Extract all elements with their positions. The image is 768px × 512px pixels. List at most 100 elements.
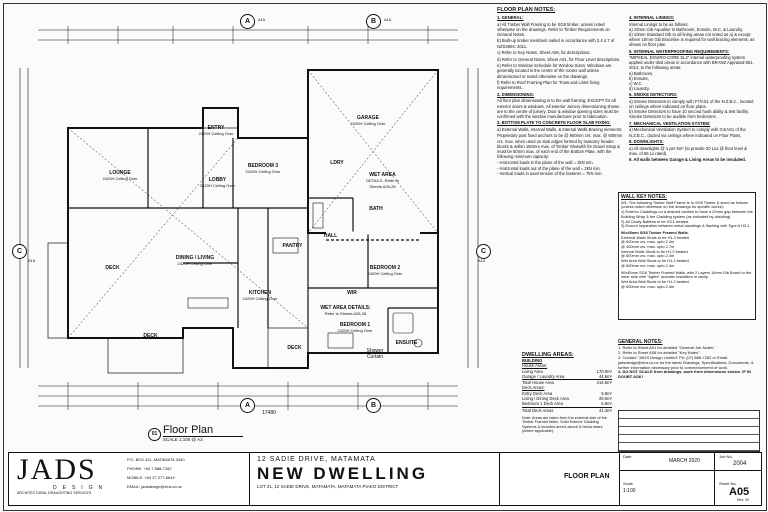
note-line: e) Refer to Window Schedule for Window S…	[497, 63, 612, 79]
plan-scale: SCALE 1:100 @ A3	[163, 437, 203, 442]
dwelling-areas: DWELLING AREAS: BUILDING House Areas: Li…	[522, 352, 612, 434]
note-line: "MIPSEAL ENVIRO-CORE SL2" internal water…	[629, 55, 754, 71]
general-note-line: 4. DO NOT SCALE from drawings, work from…	[618, 369, 751, 380]
note-line: b) 10mm Standard Gib to all lining areas…	[629, 31, 755, 48]
general-note-line: 2. Refer to Sheet A08 for detailed "Key …	[618, 349, 701, 355]
general-note-line: 1. Refer to Sheet A01 for detailed "Gene…	[618, 344, 716, 350]
areas-title: DWELLING AREAS:	[522, 352, 574, 358]
wall-key-line: @ 600mm crs. max. upto 2.4m	[621, 262, 675, 268]
general-notes-title: GENERAL NOTES:	[618, 339, 663, 345]
area-value: 29.6m²	[598, 396, 612, 402]
project-address: 12 SADIE DRIVE, MATAMATA	[257, 456, 376, 463]
wall-key-line: @ 400mm crs. max. upto 2.7m	[621, 244, 675, 250]
company-contact: P.O. BOX 411, MATAMATA 3440 PHONE: +64 7…	[127, 457, 237, 489]
phone: PHONE: +64 7 888-7282	[127, 466, 172, 471]
note-line: - Horizontal loads in the plane of the w…	[497, 160, 594, 166]
areas-deck-title: Deck Areas:	[522, 385, 545, 391]
area-value: 5.9m²	[601, 390, 612, 396]
area-label: Bedroom 1 Deck Area	[522, 401, 563, 407]
note-line: 6. SMOKE DETECTORS:	[629, 92, 678, 98]
plan-title: Floor Plan	[163, 424, 214, 436]
date-label: Date	[623, 454, 632, 459]
title-block: JADS DESIGN ARCHITECTURAL DRAUGHTING SER…	[8, 452, 762, 506]
note-line: f) Refer to Roof Framing Plan for Truss …	[497, 80, 600, 91]
area-label: Living / Dining Deck Area	[522, 396, 569, 402]
note-line: a) All Timber Wall Framing to be SG8 tim…	[497, 21, 610, 37]
grid-marker-top-b: B	[366, 14, 381, 29]
room-hall: HALL	[323, 233, 338, 239]
note-line: 8. DOWNLIGHTS:	[629, 139, 664, 145]
wall-key-line: External Walls Studs to be H1.2 treated	[621, 234, 689, 240]
wall-key-line: @ 600mm crs. max. upto 2.4m	[621, 253, 675, 259]
area-label: Entry Deck Area	[522, 390, 553, 396]
company-logo: JADS DESIGN ARCHITECTURAL DRAUGHTING SER…	[17, 455, 117, 499]
general-note-line: 3. Contact "JADS Design Limited" Ph: (07…	[618, 354, 754, 370]
sheet-value: A05	[729, 486, 750, 498]
divider	[714, 453, 715, 505]
rev-value: Rev: 00	[737, 498, 750, 502]
po-box: P.O. BOX 411, MATAMATA 3440	[127, 457, 185, 462]
note-line: c) W.C.	[629, 80, 643, 86]
note-line: - Horizontal loads out of the plane of t…	[497, 165, 601, 171]
divider	[249, 453, 250, 505]
grid-marker-right-c: C	[476, 244, 491, 259]
room-deck-bottom: DECK	[143, 333, 158, 339]
revision-block	[618, 410, 760, 452]
note-line: 7. MECHANICAL VENTILATION SYSTEM:	[629, 120, 711, 126]
wall-key-line: W1: The following Timber Wall Frame is t…	[621, 199, 748, 210]
wall-key-line: 90x45mm SG8 Timber Framed Walls.	[621, 229, 689, 235]
divider	[619, 470, 761, 471]
sheet-label: Sheet No.	[719, 481, 737, 486]
note-line: 2. DIMENSIONING:	[497, 91, 535, 97]
note-line: a) Smoke Detectors to comply with F7/AS1…	[629, 99, 754, 110]
note-line: b) Smoke Detectors to have 10 second hus…	[629, 109, 750, 120]
wall-key-line: Internal Walls Studs to be H1.2 treated	[621, 248, 688, 254]
note-line: c) Refer to Key Notes, Sheet A08, for de…	[497, 50, 591, 56]
note-line: All floor plan dimensioning is to the wa…	[497, 98, 620, 119]
scale-value: 1:100	[623, 488, 636, 494]
note-line: 4. INTERNAL LININGS:	[629, 15, 675, 21]
wet-area-note-2: WET AREA DETAILS:Refer to Sheets A26-28	[320, 305, 371, 316]
area-row: Entry Deck Area 5.9m²	[522, 391, 612, 396]
room-ldry: LDRY	[330, 160, 344, 166]
area-label: Total Deck Areas	[522, 407, 554, 413]
wall-key-notes: WALL KEY NOTES: W1: The following Timber…	[618, 192, 756, 320]
room-bath: BATH	[369, 206, 383, 212]
email: EMAIL: jadsdesign@xtra.co.nz	[127, 484, 182, 489]
project-name: NEW DWELLING	[257, 464, 429, 483]
overall-dimension: 17480	[262, 410, 276, 416]
wall-key-line: 1) Exterior Claddings on a drained cavit…	[621, 209, 753, 219]
area-label: Living Area	[522, 368, 543, 374]
area-row: Total House Area 214.6m²	[522, 379, 612, 385]
grid-marker-bottom-b: B	[366, 398, 381, 413]
wall-key-line: Wet Area Wall Studs to be H1.2 treated	[621, 258, 689, 264]
note-line: 3. BOTTOM PLATE TO CONCRETE FLOOR SLAB F…	[497, 120, 611, 126]
general-notes: GENERAL NOTES: 1. Refer to Sheet A01 for…	[618, 340, 758, 380]
area-value: 41.3m²	[598, 407, 612, 413]
project-legal: LOT 21, 12 SADIE DRIVE, MATAMATA, MATAMA…	[257, 484, 399, 489]
wall-key-line: @ 600mm crs. max. upto 2.4m	[621, 283, 675, 289]
area-label: Total House Area	[522, 380, 554, 386]
note-line: b) Ensuite,	[629, 75, 650, 81]
room-wir: WIR	[347, 290, 357, 296]
grid-sheet-ref-a: A16	[258, 17, 266, 22]
floor-plan-drawing	[19, 26, 479, 410]
note-line: a) All downlights @ 1 per 5m² (to provid…	[629, 145, 747, 156]
area-value: 214.6m²	[596, 380, 612, 386]
grid-sheet-ref-left: A15	[28, 258, 36, 263]
grid-sheet-ref-right: A15	[478, 258, 486, 263]
room-ensuite: ENSUITE	[395, 340, 418, 346]
note-line: Internal Linings to be as follows:	[629, 21, 689, 27]
wall-key-line: 90x45mm SG8 Timber Framed Walls, with 2 …	[621, 269, 752, 280]
area-value: 44.6m²	[598, 373, 612, 379]
grid-marker-bottom-a: A	[240, 398, 255, 413]
